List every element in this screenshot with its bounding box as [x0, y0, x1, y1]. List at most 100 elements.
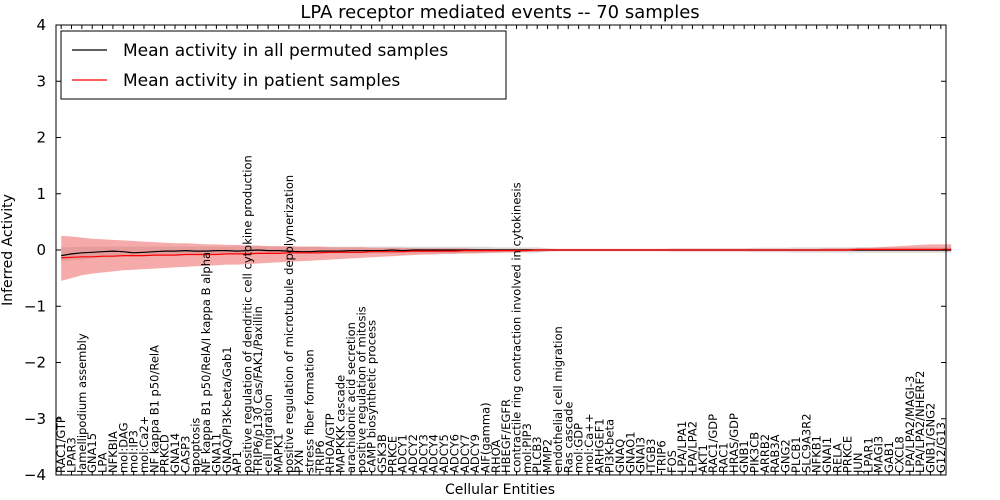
x-tick-label: FOS — [665, 450, 679, 473]
x-tick-label: PRKCD — [158, 434, 172, 473]
x-tick-label: positive regulation of microtubule depol… — [282, 175, 296, 473]
x-tick-label: LPAR3 — [65, 437, 79, 473]
x-tick-label: PI3K-beta — [603, 419, 617, 473]
plot-frame — [55, 24, 947, 476]
x-tick-label: LPA/LPA2/NHERF2 — [913, 371, 927, 473]
y-tick-labels: −4 −3 −2 −1 0 1 2 3 4 — [24, 16, 946, 484]
x-tick-label: GNB1/GNG2 — [924, 403, 938, 473]
x-tick-label: PRKCE — [841, 436, 855, 473]
x-tick-label: GNA14 — [168, 433, 182, 473]
x-tick-label: contractile ring contraction involved in… — [510, 182, 524, 473]
x-tick-label: cAMP biosynthetic process — [365, 320, 379, 473]
x-tick-label: PLCB1 — [789, 436, 803, 473]
x-tick-label: MAPK1 — [272, 433, 286, 473]
legend-box — [60, 30, 507, 100]
confidence-bands — [61, 235, 952, 281]
x-tick-label: TRIP6/p130 Cas/FAK1/Paxillin — [251, 306, 265, 474]
x-tick-label: mol:DAG — [116, 422, 130, 473]
x-tick-label: NFKB1 — [810, 435, 824, 473]
x-tick-label: AKT1 — [696, 444, 710, 473]
x-tick-label: HBEGF/EGFR — [499, 399, 513, 473]
x-tick-label: GNB1 — [737, 440, 751, 473]
x-tick-label: GNAI1 — [820, 437, 834, 473]
x-tick-label: MMP2 — [541, 439, 555, 473]
x-tick-label: RHOA/GTP — [323, 413, 337, 473]
x-tick-label: ADCY1 — [396, 434, 410, 473]
x-tick-label: endothelial cell migration — [551, 326, 565, 473]
x-tick-label: PRKCE — [385, 436, 399, 473]
y-tick-label: 3 — [36, 72, 46, 90]
x-tick-label: ITGB3 — [644, 438, 658, 473]
x-tick-label: ADCY6 — [447, 434, 461, 473]
x-tick-label: PIK3CB — [748, 432, 762, 473]
x-tick-label: ADCY7 — [458, 434, 472, 473]
series-lines — [61, 248, 952, 259]
x-tick-label: ARRB2 — [758, 434, 772, 473]
x-tick-label: HRAS/GDP — [727, 413, 741, 473]
x-tick-label: LPA/LPA1 — [675, 421, 689, 473]
x-tick-label: lamellipodium assembly — [75, 333, 89, 473]
x-tick-label: LPAR1 — [861, 437, 875, 473]
y-tick-label: −4 — [24, 466, 46, 484]
x-tick-label: AIF(gamma) — [479, 402, 493, 473]
y-tick-label: 0 — [36, 241, 46, 259]
x-tick-label: PXN — [292, 450, 306, 473]
x-tick-label: LPA — [96, 452, 110, 473]
legend-label-permuted: Mean activity in all permuted samples — [123, 41, 448, 61]
x-tick-label: LPA/LPA2/MAGI-3 — [903, 376, 917, 473]
x-tick-label: MAPKKK cascade — [334, 375, 348, 473]
x-tick-label: ADCY4 — [427, 434, 441, 473]
patient-series-line — [61, 248, 952, 259]
x-tick-label: apoptosis — [189, 418, 203, 473]
legend: Mean activity in all permuted samples Me… — [60, 30, 507, 100]
x-tick-label: LPA/LPA2 — [686, 421, 700, 473]
y-tick-label: −1 — [24, 297, 46, 315]
x-tick-label: mol:PIP3 — [520, 423, 534, 473]
x-axis-label: Cellular Entities — [445, 482, 555, 498]
x-tick-label: RAC1/GTP — [54, 416, 68, 473]
x-tick-label: RELA — [830, 443, 844, 473]
x-tick-label: SLC9A3R2 — [799, 413, 813, 473]
x-tick-label: GNG2 — [779, 439, 793, 473]
x-tick-label: GNAI3 — [634, 437, 648, 473]
x-tick-label: ARHGEF1 — [592, 418, 606, 473]
x-tick-label: ADCY3 — [416, 434, 430, 473]
legend-label-patient: Mean activity in patient samples — [123, 71, 400, 91]
x-tick-label: GNAQ — [613, 439, 627, 473]
x-tick-label: ADCY9 — [468, 434, 482, 473]
x-tick-label: GSK3B — [375, 434, 389, 473]
x-tick-label: NFKBIA — [106, 431, 120, 473]
x-tick-label: NF kappa B1 p50/RelA — [147, 345, 161, 473]
patient-band — [61, 235, 952, 281]
x-tick-label: mol:IP3 — [127, 430, 141, 473]
y-tick-label: 2 — [36, 129, 46, 147]
x-tick-label: NF kappa B1 p50/RelA/I kappa B alpha — [199, 252, 213, 473]
x-tick-label: arachidonic acid secretion — [344, 322, 358, 473]
x-tick-label: RAC1/GDP — [706, 414, 720, 473]
y-tick-label: −3 — [24, 410, 46, 428]
x-tick-label: mol:GDP — [572, 423, 586, 473]
x-tick-label: positive regulation of dendritic cell cy… — [241, 155, 255, 473]
x-tick-label: cell migration — [261, 394, 275, 473]
x-tick-label: stress fiber formation — [303, 349, 317, 473]
x-tick-label: MAGI3 — [872, 436, 886, 473]
x-tick-label: TRIP6 — [654, 440, 668, 474]
x-tick-label: RAB3A — [768, 434, 782, 473]
x-tick-label: ADCY2 — [406, 434, 420, 473]
x-tick-label: GNAQ/PI3K-beta/Gab1 — [220, 346, 234, 473]
x-tick-label: positive regulation of mitosis — [354, 306, 368, 473]
y-tick-label: −2 — [24, 354, 46, 372]
x-tick-label: GAB1 — [882, 441, 896, 473]
x-tick-label: G12/G13 — [934, 422, 948, 473]
y-tick-label: 4 — [36, 16, 46, 34]
x-tick-label: GNAO1 — [623, 431, 637, 473]
y-tick-label: 1 — [36, 185, 46, 203]
x-tick-label: PLCB3 — [530, 436, 544, 473]
x-tick-label: ADCY5 — [437, 434, 451, 473]
x-tick-label: CASP3 — [178, 436, 192, 473]
x-tick-label: RHOA — [489, 439, 503, 472]
x-tick-label: JUN — [851, 453, 865, 474]
chart-title: LPA receptor mediated events -- 70 sampl… — [300, 2, 699, 23]
